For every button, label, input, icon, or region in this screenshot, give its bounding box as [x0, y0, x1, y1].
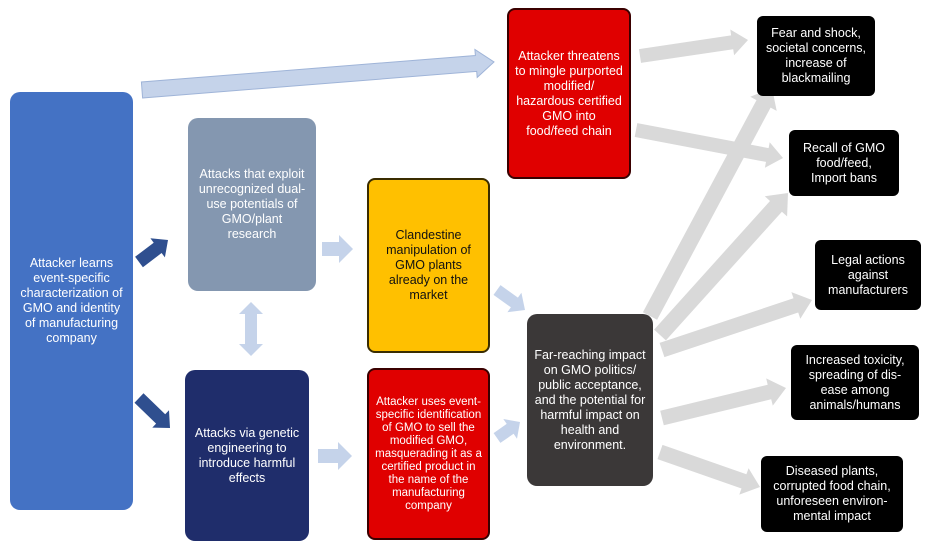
box-recall: Recall of GMO food/feed, Import bans	[789, 130, 899, 196]
arrow-clandestine-to-impact	[493, 285, 525, 313]
box-attacker-learns: Attacker learns event-specific character…	[10, 92, 133, 510]
box-dual-use-attacks: Attacks that exploit unrecognized dual-u…	[188, 118, 316, 291]
arrow-threatens-to-fear	[639, 29, 748, 63]
box-clandestine-manipulation-text: Clandestine manipulation of GMO plants a…	[386, 228, 471, 302]
arrow-learns-to-threatens	[140, 48, 495, 99]
box-attacker-threatens-text: Attacker threatens to mingle purported m…	[515, 48, 623, 138]
box-dual-use-attacks-text: Attacks that exploit unrecognized dual-u…	[198, 167, 306, 241]
box-recall-text: Recall of GMO food/feed, Import bans	[803, 140, 885, 185]
arrow-learns-to-genetic	[134, 393, 170, 428]
box-fear-and-shock-text: Fear and shock, societal concerns, incre…	[765, 26, 867, 85]
arrow-impact-to-toxicity	[660, 378, 786, 426]
box-masquerading: Attacker uses event-specific identificat…	[367, 368, 490, 540]
box-increased-toxicity: Increased toxicity, spreading of dis-eas…	[791, 345, 919, 420]
arrow-dual-use-genetic	[239, 302, 263, 356]
arrow-learns-to-dual-use	[135, 238, 168, 268]
arrow-impact-to-recall	[654, 193, 788, 341]
box-genetic-engineering-attacks: Attacks via genetic engineering to intro…	[185, 370, 309, 541]
box-diseased-plants-text: Diseased plants, corrupted food chain, u…	[773, 464, 891, 523]
box-masquerading-text: Attacker uses event-specific identificat…	[375, 395, 482, 512]
arrow-impact-to-legal	[659, 292, 812, 358]
arrow-genetic-to-masquerading	[318, 442, 352, 470]
box-increased-toxicity-text: Increased toxicity, spreading of dis-eas…	[805, 352, 905, 412]
box-legal-actions: Legal actions against manufacturers	[815, 240, 921, 310]
arrow-masquerading-to-impact	[493, 419, 520, 443]
arrow-dual-use-to-clandestine	[322, 235, 353, 263]
box-diseased-plants: Diseased plants, corrupted food chain, u…	[761, 456, 903, 532]
arrow-impact-to-diseased	[657, 444, 760, 495]
box-genetic-engineering-attacks-text: Attacks via genetic engineering to intro…	[194, 425, 300, 485]
box-clandestine-manipulation: Clandestine manipulation of GMO plants a…	[367, 178, 490, 353]
box-attacker-learns-text: Attacker learns event-specific character…	[20, 256, 123, 345]
box-attacker-threatens: Attacker threatens to mingle purported m…	[507, 8, 631, 179]
box-far-reaching-impact: Far-reaching impact on GMO politics/ pub…	[527, 314, 653, 486]
box-far-reaching-impact-text: Far-reaching impact on GMO politics/ pub…	[534, 347, 646, 452]
box-legal-actions-text: Legal actions against manufacturers	[828, 252, 908, 297]
box-fear-and-shock: Fear and shock, societal concerns, incre…	[757, 16, 875, 96]
arrow-threatens-to-recall	[634, 123, 783, 168]
